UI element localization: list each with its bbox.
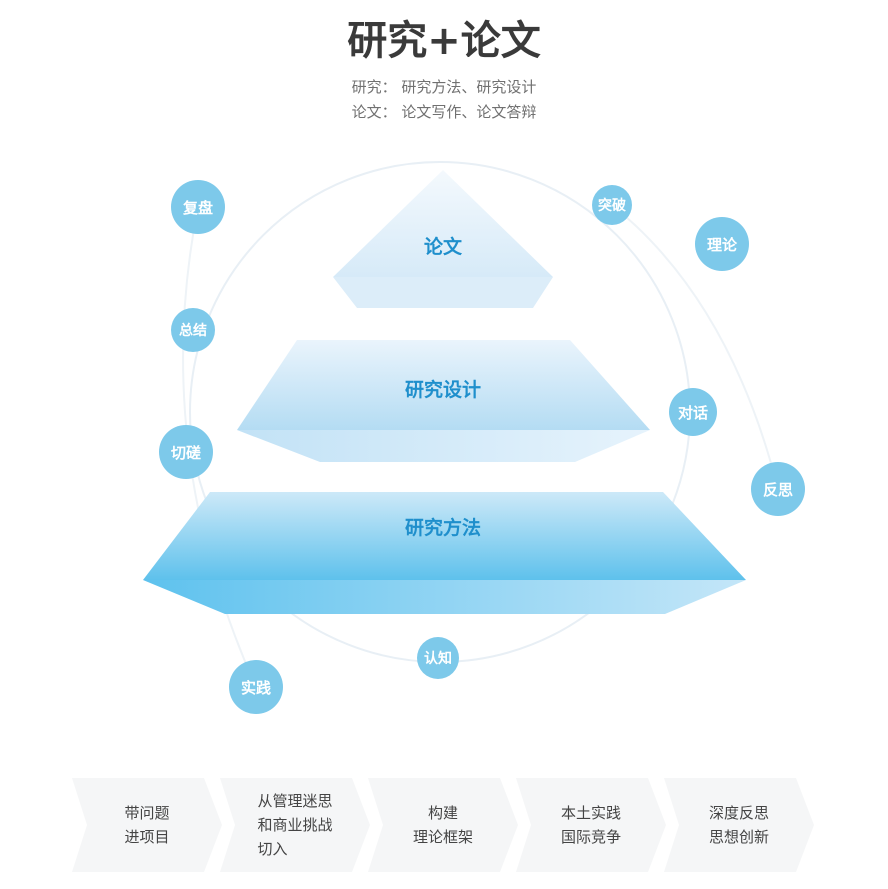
step-3: 构建 理论框架 (368, 778, 518, 872)
step-5-label: 深度反思 思想创新 (708, 804, 769, 846)
page-title: 研究+论文 (347, 18, 541, 64)
bubble-review: 复盘 (171, 180, 225, 234)
tier-label-paper: 论文 (423, 236, 462, 258)
tier-top (333, 170, 553, 277)
step-5: 深度反思 思想创新 (664, 778, 814, 872)
step-1-label: 带问题 进项目 (124, 804, 170, 846)
bubble-theory: 理论 (695, 217, 749, 271)
step-2: 从管理迷思 和商业挑战 切入 (220, 778, 370, 872)
bubble-reflection: 反思 (751, 462, 805, 516)
tier-middle (237, 340, 650, 430)
bubble-summary: 总结 (171, 308, 215, 352)
bubble-cognition: 认知 (417, 637, 459, 679)
subtitle-paper: 论文： 论文写作、论文答辩 (351, 103, 537, 121)
bubble-exchange: 切磋 (159, 425, 213, 479)
orbit-arc-right (611, 204, 779, 490)
tier-label-method: 研究方法 (404, 517, 481, 539)
step-4-label: 本土实践 国际竞争 (560, 804, 621, 846)
subtitle-research: 研究： 研究方法、研究设计 (351, 78, 537, 96)
step-4: 本土实践 国际竞争 (516, 778, 666, 872)
step-2-label: 从管理迷思 和商业挑战 切入 (257, 792, 333, 858)
bubble-breakthrough: 突破 (592, 185, 632, 225)
tier-label-design: 研究设计 (404, 379, 481, 401)
bubble-practice: 实践 (229, 660, 283, 714)
bubble-dialogue: 对话 (669, 388, 717, 436)
step-3-label: 构建 理论框架 (412, 804, 473, 846)
tier-bottom (143, 492, 746, 580)
step-1: 带问题 进项目 (72, 778, 222, 872)
